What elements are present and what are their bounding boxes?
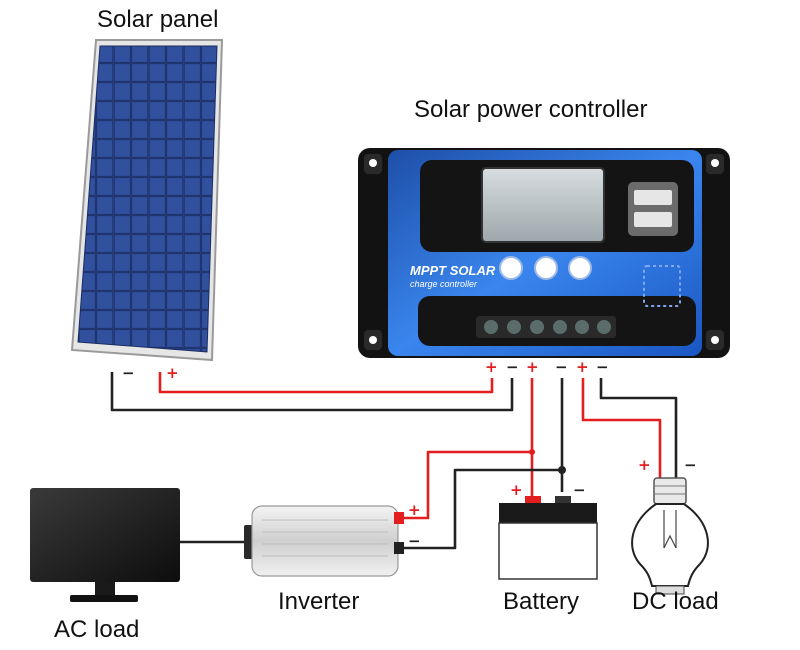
controller-subtitle-text: charge controller — [410, 279, 478, 289]
sign-ctrl-load-positive: + — [576, 358, 589, 376]
sign-battery-negative: − — [573, 481, 586, 499]
battery-image — [498, 496, 598, 580]
controller-brand-text: MPPT SOLAR — [410, 263, 496, 278]
inverter-label: Inverter — [278, 588, 360, 615]
dc-load-label: DC load — [632, 588, 719, 615]
solar-panel-image — [70, 39, 224, 362]
monitor-image — [30, 488, 180, 602]
controller-label: Solar power controller — [414, 96, 648, 123]
sign-battery-positive: + — [510, 481, 523, 499]
wire-inverter-negative — [402, 468, 562, 550]
battery-label: Battery — [503, 588, 580, 615]
sign-dc-load-positive: + — [638, 456, 651, 474]
sign-inverter-negative: − — [408, 532, 421, 550]
sign-ctrl-bat-negative: − — [555, 358, 568, 376]
wire-dc-load-positive — [581, 378, 662, 478]
sign-ctrl-pv-positive: + — [485, 358, 498, 376]
solar-panel-label: Solar panel — [97, 6, 219, 33]
polarity-signs: − + + − + − + − + − + − + − — [122, 358, 697, 550]
sign-inverter-positive: + — [408, 501, 421, 519]
sign-ctrl-load-negative: − — [596, 358, 609, 376]
ac-load-label: AC load — [54, 616, 140, 643]
light-bulb-image — [631, 477, 709, 595]
wires — [110, 372, 678, 550]
charge-controller-image — [358, 148, 730, 358]
sign-ctrl-pv-negative: − — [506, 358, 519, 376]
sign-dc-load-negative: − — [684, 456, 697, 474]
sign-panel-negative: − — [122, 364, 135, 382]
sign-panel-positive: + — [166, 364, 179, 382]
wire-inverter-positive — [402, 450, 532, 520]
wire-dc-load-negative — [599, 378, 678, 478]
terminal-block — [476, 316, 616, 338]
wire-panel-negative — [110, 372, 514, 412]
wire-panel-positive — [158, 372, 494, 394]
sign-ctrl-bat-positive: + — [526, 358, 539, 376]
inverter-image — [244, 505, 404, 577]
